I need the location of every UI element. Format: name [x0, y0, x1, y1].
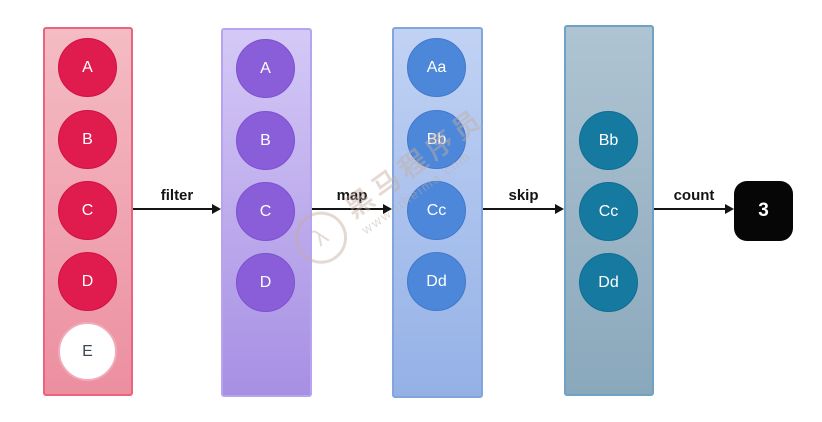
count-result-box: 3	[734, 181, 793, 241]
element-circle: D	[236, 253, 295, 312]
arrow-head-icon	[725, 204, 734, 214]
map-operation-arrow: map	[312, 187, 392, 214]
count-label: count	[673, 187, 715, 204]
element-circle: Dd	[407, 252, 466, 311]
element-circle: B	[236, 111, 295, 170]
element-circle: C	[58, 181, 117, 240]
element-circle-excluded: E	[58, 322, 117, 381]
element-circle: C	[236, 182, 295, 241]
count-operation-arrow: count	[654, 187, 734, 214]
arrow-line	[654, 208, 726, 210]
column-source-list: A B C D E	[43, 27, 133, 396]
arrow-head-icon	[212, 204, 221, 214]
element-circle: Aa	[407, 38, 466, 97]
column-after-skip: Bb Cc Dd	[564, 25, 654, 396]
element-circle: A	[58, 38, 117, 97]
column-after-map: Aa Bb Cc Dd	[392, 27, 483, 398]
element-circle: A	[236, 39, 295, 98]
skip-operation-arrow: skip	[483, 187, 564, 214]
map-label: map	[336, 187, 368, 204]
element-circle: B	[58, 110, 117, 169]
filter-label: filter	[160, 187, 194, 204]
element-circle: Dd	[579, 253, 638, 312]
arrow-head-icon	[383, 204, 392, 214]
arrow-line	[133, 208, 213, 210]
arrow-head-icon	[555, 204, 564, 214]
element-circle: Bb	[579, 111, 638, 170]
element-circle: Cc	[407, 181, 466, 240]
column-after-filter: A B C D	[221, 28, 312, 397]
arrow-line	[483, 208, 556, 210]
element-circle: Bb	[407, 110, 466, 169]
arrow-line	[312, 208, 384, 210]
skip-label: skip	[508, 187, 539, 204]
element-circle: D	[58, 252, 117, 311]
filter-operation-arrow: filter	[133, 187, 221, 214]
element-circle: Cc	[579, 182, 638, 241]
